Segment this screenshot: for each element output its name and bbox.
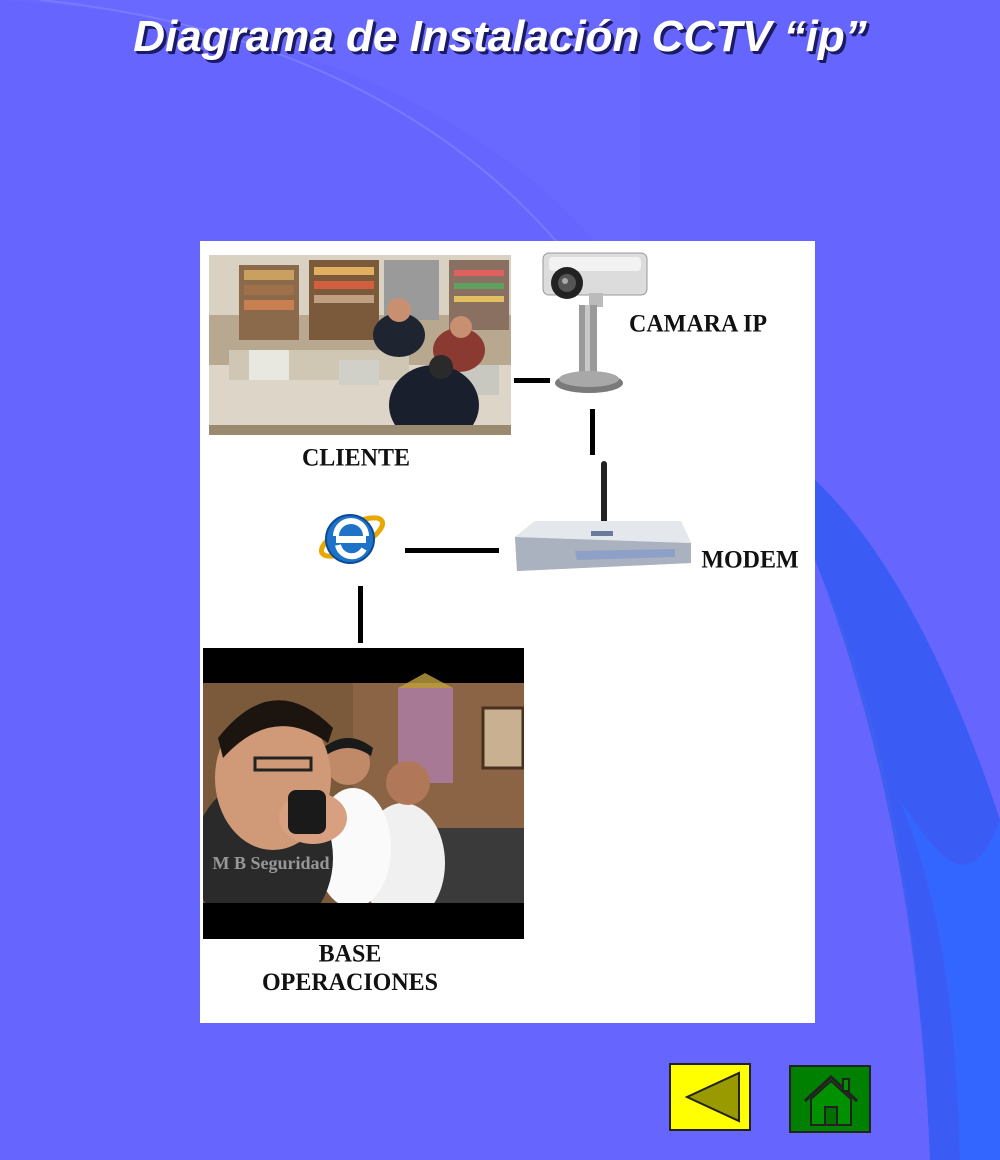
modem-image xyxy=(505,459,695,584)
connector-camara-modem xyxy=(590,409,595,455)
connector-cliente-camara xyxy=(514,378,550,383)
base-label-line1: BASE xyxy=(318,940,382,968)
connector-modem-browser xyxy=(405,548,499,553)
triangle-left-icon xyxy=(684,1071,740,1123)
internet-explorer-icon xyxy=(312,499,390,577)
base-label-line2: OPERACIONES xyxy=(261,969,439,997)
cliente-label: CLIENTE xyxy=(301,444,411,472)
house-icon xyxy=(803,1074,859,1126)
camara-ip-label: CAMARA IP xyxy=(629,310,767,338)
base-operaciones-label: BASE OPERACIONES xyxy=(250,941,450,998)
client-store-photo xyxy=(209,255,511,435)
home-button[interactable] xyxy=(789,1065,871,1133)
modem-label: MODEM xyxy=(701,546,799,574)
diagram-panel: CLIENTE CAMARA IP xyxy=(200,241,815,1023)
base-operaciones-photo: M B Seguridad xyxy=(203,648,524,939)
connector-browser-base xyxy=(358,586,363,643)
slide-title: Diagrama de Instalación CCTV “ip” xyxy=(133,12,867,61)
back-button[interactable] xyxy=(669,1063,751,1131)
ip-camera-image xyxy=(535,245,655,405)
watermark-text: M B Seguridad xyxy=(212,853,330,873)
